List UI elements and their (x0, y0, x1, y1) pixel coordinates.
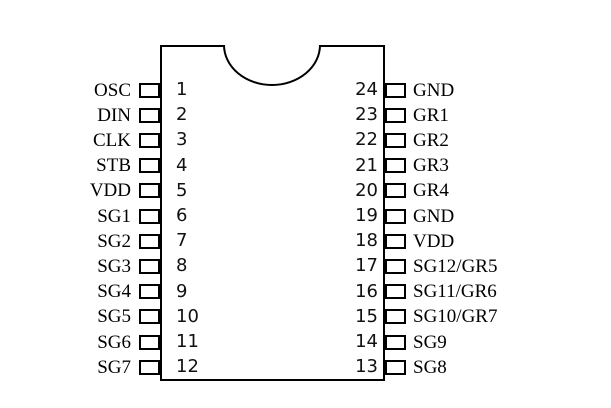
pin-row: GR2 (385, 128, 611, 152)
pin-lead-box (385, 334, 406, 350)
pin-row: SG5 (0, 305, 160, 329)
pin-number: 2 (176, 104, 188, 126)
pin-lead-box (139, 132, 160, 148)
pin-number: 5 (176, 179, 188, 201)
pin-number: 3 (176, 129, 188, 151)
pin-row: GR1 (385, 103, 611, 127)
pin-signal-label: VDD (89, 180, 131, 202)
pin-number: 12 (176, 356, 199, 378)
pin-lead-box (139, 359, 160, 375)
pin-number: 15 (355, 305, 378, 327)
pin-lead-box (139, 233, 160, 249)
pin-signal-label: STB (96, 155, 131, 177)
pin-row: VDD (385, 229, 611, 253)
pin-lead-box (385, 107, 406, 123)
pin-signal-label: GR2 (413, 129, 449, 151)
pin-row: SG10/GR7 (385, 305, 611, 329)
pin-signal-label: SG6 (97, 331, 131, 353)
pin-number: 9 (176, 280, 188, 302)
pin-row: SG11/GR6 (385, 280, 611, 304)
pin-signal-label: GR1 (413, 104, 449, 126)
pin-lead-box (385, 233, 406, 249)
pin-row: DIN (0, 103, 160, 127)
pin-lead-box (385, 258, 406, 274)
pin-row: CLK (0, 128, 160, 152)
pin-number: 7 (176, 230, 188, 252)
pin-row: SG2 (0, 229, 160, 253)
pin-signal-label: OSC (94, 79, 131, 101)
pin-number: 24 (355, 79, 378, 100)
pin-number: 4 (176, 154, 188, 176)
pin-lead-box (385, 359, 406, 375)
pin-lead-box (139, 82, 160, 98)
pin-number: 8 (176, 255, 188, 277)
pin-lead-box (385, 158, 406, 174)
pin-number: 20 (355, 179, 378, 201)
pin-lead-box (139, 284, 160, 300)
pin-row: GND (385, 204, 611, 228)
pin-number: 10 (176, 305, 199, 327)
pin-lead-box (139, 208, 160, 224)
chip-body-outline (160, 45, 385, 381)
pin-signal-label: GR3 (413, 155, 449, 177)
pin-lead-box (139, 107, 160, 123)
pin-lead-box (385, 183, 406, 199)
pin-number: 21 (355, 154, 378, 176)
pin-row: GND (385, 78, 611, 102)
pin-lead-box (385, 309, 406, 325)
pin-number: 18 (355, 230, 378, 252)
pin-row: SG12/GR5 (385, 254, 611, 278)
pin-signal-label: SG1 (97, 205, 131, 227)
pin-row: SG1 (0, 204, 160, 228)
pin-signal-label: SG10/GR7 (413, 306, 498, 328)
pin-signal-label: SG4 (97, 281, 131, 303)
pin-number: 17 (355, 255, 378, 277)
pin-row: SG6 (0, 330, 160, 354)
pin-row: GR4 (385, 179, 611, 203)
pin-number: 14 (355, 331, 378, 352)
pin-lead-box (385, 132, 406, 148)
pin-signal-label: SG3 (97, 255, 131, 277)
pin-lead-box (139, 258, 160, 274)
pin-lead-box (139, 183, 160, 199)
pin-lead-box (139, 334, 160, 350)
pin-lead-box (139, 309, 160, 325)
pin-row: STB (0, 154, 160, 178)
pin-signal-label: GR4 (413, 180, 449, 202)
pin-number: 1 (176, 79, 188, 100)
pin-signal-label: GND (413, 205, 455, 227)
pin-number: 11 (176, 331, 199, 352)
pin-number: 19 (355, 205, 378, 226)
pin-row: SG4 (0, 280, 160, 304)
pin-row: OSC (0, 78, 160, 102)
pin-signal-label: SG9 (413, 331, 447, 353)
pin-lead-box (139, 158, 160, 174)
pin-signal-label: DIN (97, 104, 131, 126)
pin-lead-box (385, 82, 406, 98)
pin-signal-label: SG7 (97, 356, 131, 378)
pin-row: VDD (0, 179, 160, 203)
pin-signal-label: SG12/GR5 (413, 255, 498, 277)
pin-signal-label: SG5 (97, 306, 131, 328)
pin-row: SG9 (385, 330, 611, 354)
pin-number: 6 (176, 205, 188, 226)
pin-number: 23 (355, 104, 378, 126)
pin-number: 16 (355, 280, 378, 302)
pin-row: SG3 (0, 254, 160, 278)
pin-signal-label: CLK (93, 129, 131, 151)
pin-lead-box (385, 284, 406, 300)
pin-row: GR3 (385, 154, 611, 178)
pin-signal-label: SG11/GR6 (413, 281, 497, 303)
pin-lead-box (385, 208, 406, 224)
pin-row: SG8 (385, 355, 611, 379)
pin-number: 22 (355, 129, 378, 151)
pin-number: 13 (355, 356, 378, 378)
pin-signal-label: SG8 (413, 356, 447, 378)
pin-signal-label: SG2 (97, 230, 131, 252)
pin-signal-label: VDD (413, 230, 455, 252)
pin-signal-label: GND (413, 79, 455, 101)
pin-row: SG7 (0, 355, 160, 379)
